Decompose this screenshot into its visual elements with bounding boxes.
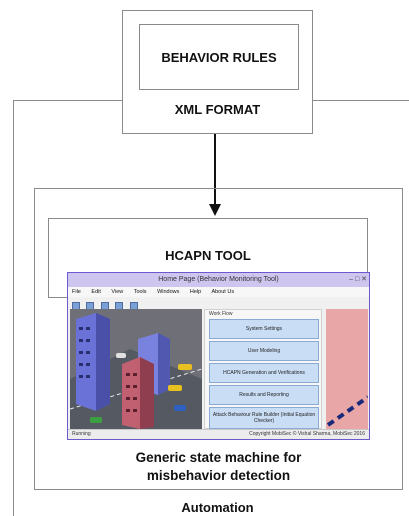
results-reporting-button[interactable]: Results and Reporting [209,385,319,405]
menu-file[interactable]: File [72,289,81,295]
window-titlebar: Home Page (Behavior Monitoring Tool) – □… [68,273,369,287]
window-controls[interactable]: – □ ✕ [349,276,367,283]
outer-frame-top-line-right [312,100,409,101]
status-text: Running [72,431,91,437]
outer-frame-left-line [13,100,14,516]
menu-edit[interactable]: Edit [91,289,101,295]
hcapn-generation-button[interactable]: HCAPN Generation and Verifications [209,363,319,383]
behavior-rules-box: BEHAVIOR RULES [139,24,299,90]
copyright-text: Copyright MobiSec © Vishal Sharma, MobiS… [249,431,365,437]
menu-about[interactable]: About Us [211,289,235,295]
state-machine-frame [34,188,403,490]
xml-format-label: XML FORMAT [174,102,261,117]
window-title: Home Page (Behavior Monitoring Tool) [158,276,279,283]
menu-view[interactable]: View [111,289,124,295]
status-bar: Running Copyright MobiSec © Vishal Sharm… [68,429,369,439]
menu-windows[interactable]: Windows [157,289,180,295]
hcapn-label: HCAPN TOOL [165,248,251,263]
side-image-panel [326,309,370,429]
workflow-panel: Work Flow System Settings User Modeling … [204,309,322,429]
flow-arrow [208,134,222,218]
menu-tools[interactable]: Tools [133,289,147,295]
city-illustration [69,309,203,429]
caption-line-2: misbehavior detection [146,468,291,483]
automation-label: Automation [181,500,254,515]
menu-bar: File Edit View Tools Windows Help About … [68,287,369,297]
attack-rule-builder-button[interactable]: Attack Behaviour Rule Builder (Initial E… [209,407,319,429]
outer-frame-top-line [13,100,123,101]
workflow-label: Work Flow [209,311,233,317]
toolbar [68,297,369,310]
behavior-rules-label: BEHAVIOR RULES [161,49,277,65]
user-modeling-button[interactable]: User Modeling [209,341,319,361]
app-window: Home Page (Behavior Monitoring Tool) – □… [67,272,370,440]
menu-help[interactable]: Help [189,289,202,295]
system-settings-button[interactable]: System Settings [209,319,319,339]
caption-line-1: Generic state machine for [135,450,302,465]
